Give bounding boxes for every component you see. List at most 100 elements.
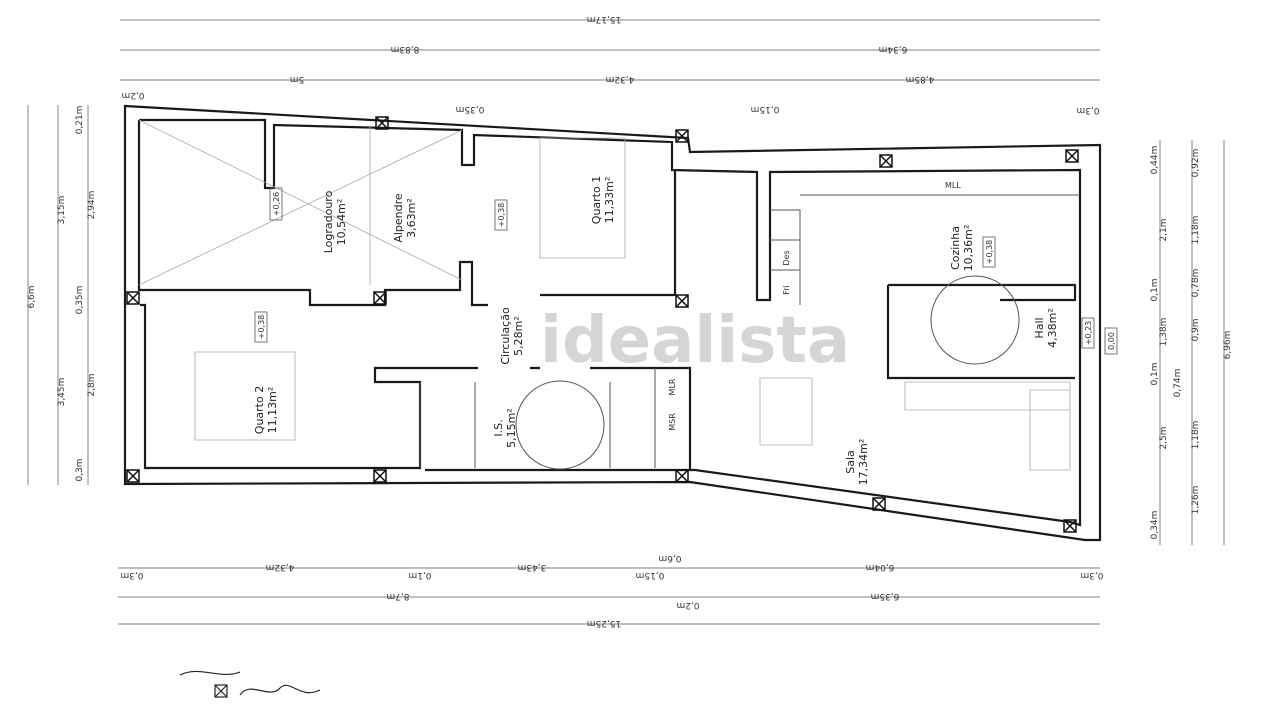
column-icon xyxy=(879,154,893,168)
room-quarto-1: Quarto 1 11,33m² xyxy=(590,176,616,224)
column-icon xyxy=(126,469,140,483)
dim-right-row1: 1,38m xyxy=(1159,318,1169,347)
room-area: 17,34m² xyxy=(857,439,870,486)
appliance-label: MLL xyxy=(945,181,961,190)
room-name: Sala xyxy=(844,450,857,474)
room-area: 3,63m² xyxy=(405,198,418,238)
column-icon xyxy=(675,469,689,483)
dim-right-row1: 2,5m xyxy=(1159,426,1169,449)
dim-right-row1: 2,1m xyxy=(1159,218,1169,241)
dim-top-row3: 4,32m xyxy=(606,74,635,84)
dim-bottom-row1: 3,43m xyxy=(518,562,547,572)
column-icon xyxy=(1065,149,1079,163)
dim-right-row2: 1,26m xyxy=(1191,486,1201,515)
dim-top-row3: 4,85m xyxy=(906,74,935,84)
room-name: Quarto 1 xyxy=(590,176,603,224)
left-dimensions: 6,6m 3,15m 3,45m 0,21m 2,94m 0,35m 2,8m … xyxy=(27,105,97,485)
dim-bottom-row1: 0,15m xyxy=(636,570,665,580)
room-logradouro: Logradouro 10,54m² xyxy=(322,190,348,253)
room-area: 10,54m² xyxy=(335,199,348,246)
dim-top-row2: 6,34m xyxy=(879,44,908,54)
level-marker: 0,00 xyxy=(1107,332,1116,350)
dim-left-row2: 3,45m xyxy=(57,378,67,407)
dim-bottom-overall: 15,25m xyxy=(587,618,622,628)
room-area: 5,28m² xyxy=(512,316,525,356)
room-circulacao: Circulação 5,28m² xyxy=(499,307,525,365)
dim-left-row3: 2,8m xyxy=(87,373,97,396)
room-labels: Logradouro 10,54m² Alpendre 3,63m² Quart… xyxy=(253,176,1059,486)
column-icon xyxy=(373,291,387,305)
room-area: 11,33m² xyxy=(603,177,616,224)
room-name: Hall xyxy=(1033,317,1046,338)
dim-right-row1: 0,44m xyxy=(1150,146,1160,175)
room-name: Alpendre xyxy=(392,193,405,243)
dim-bottom-row2: 6,35m xyxy=(871,591,900,601)
dim-right-row1: 0,1m xyxy=(1150,362,1160,385)
dim-bottom-row1: 0,1m xyxy=(408,570,431,580)
right-dimensions: 0,44m 2,1m 0,1m 1,38m 0,1m 2,5m 0,34m 0,… xyxy=(1150,140,1233,545)
room-area: 5,15m² xyxy=(505,408,518,448)
dim-left-overall: 6,6m xyxy=(27,285,37,308)
column-icon xyxy=(872,497,886,511)
dim-bottom-row2: 8,7m xyxy=(386,591,409,601)
dim-left-row3: 0,35m xyxy=(75,286,85,315)
column-icon xyxy=(675,129,689,143)
dim-right-overall: 6,96m xyxy=(1223,331,1233,360)
appliance-label: Des xyxy=(782,250,791,265)
dim-bottom-row1: 4,32m xyxy=(266,562,295,572)
room-name: Circulação xyxy=(499,307,512,365)
column-icon xyxy=(373,469,387,483)
room-area: 11,13m² xyxy=(266,387,279,434)
room-area: 10,36m² xyxy=(962,225,975,272)
room-cozinha: Cozinha 10,36m² xyxy=(949,225,975,272)
level-marker: +0,26 xyxy=(272,192,281,217)
column-icon xyxy=(675,294,689,308)
columns xyxy=(126,116,1079,533)
column-icon xyxy=(375,116,389,130)
room-alpendre: Alpendre 3,63m² xyxy=(392,193,418,243)
dim-bottom-row1: 0,6m xyxy=(658,553,681,563)
level-marker: +0,38 xyxy=(257,315,266,340)
dim-bottom-row1: 6,04m xyxy=(866,562,895,572)
room-quarto-2: Quarto 2 11,13m² xyxy=(253,386,279,434)
dim-top-overall: 15,17m xyxy=(587,14,622,24)
dim-bottom-row1: 0,3m xyxy=(1080,570,1103,580)
appliance-label: Fri xyxy=(782,285,791,295)
room-name: Logradouro xyxy=(322,190,335,253)
dim-right-row2: 1,18m xyxy=(1191,216,1201,245)
column-icon xyxy=(1063,519,1077,533)
dim-top-row3: 5m xyxy=(290,74,305,84)
dim-left-row2: 3,15m xyxy=(57,196,67,225)
appliance-label: MSR xyxy=(668,413,677,431)
dim-wall: 0,3m xyxy=(1076,105,1099,115)
room-name: Cozinha xyxy=(949,226,962,270)
dim-bottom-row2: 0,2m xyxy=(676,600,699,610)
dim-right-row1: 0,34m xyxy=(1150,511,1160,540)
dim-right-row2: 0,9m xyxy=(1191,318,1201,341)
dim-top-row2: 8,83m xyxy=(391,44,420,54)
appliance-labels: MLL Des Fri MLR MSR xyxy=(668,181,961,431)
dim-top-row3: 0,2m xyxy=(121,90,144,100)
bottom-dimensions: 0,3m 4,32m 0,1m 3,43m 0,15m 0,6m 6,04m 0… xyxy=(118,553,1104,628)
dim-right-row2: 0,78m xyxy=(1191,269,1201,298)
dim-right-row2: 0,74m xyxy=(1173,369,1183,398)
dim-left-row3: 2,94m xyxy=(87,191,97,220)
watermark: idealista xyxy=(540,304,850,378)
dim-bottom-row1: 0,3m xyxy=(120,570,143,580)
room-sala: Sala 17,34m² xyxy=(844,439,870,486)
dim-wall: 0,35m xyxy=(456,104,485,114)
room-area: 4,38m² xyxy=(1046,308,1059,348)
room-name: I.S. xyxy=(492,419,505,436)
signature xyxy=(179,670,321,698)
level-marker: +0,38 xyxy=(497,203,506,228)
appliance-label: MLR xyxy=(668,378,677,395)
room-hall: Hall 4,38m² xyxy=(1033,308,1059,348)
level-marker: +0,38 xyxy=(985,240,994,265)
dim-right-row2: 1,18m xyxy=(1191,421,1201,450)
top-dimensions: 15,17m 8,83m 6,34m 0,2m 5m 4,32m 4,85m 0… xyxy=(120,14,1100,115)
dim-right-row2: 0,92m xyxy=(1191,149,1201,178)
level-marker: +0,23 xyxy=(1084,321,1093,346)
room-is: I.S. 5,15m² xyxy=(492,408,518,448)
dim-left-row3: 0,3m xyxy=(75,458,85,481)
